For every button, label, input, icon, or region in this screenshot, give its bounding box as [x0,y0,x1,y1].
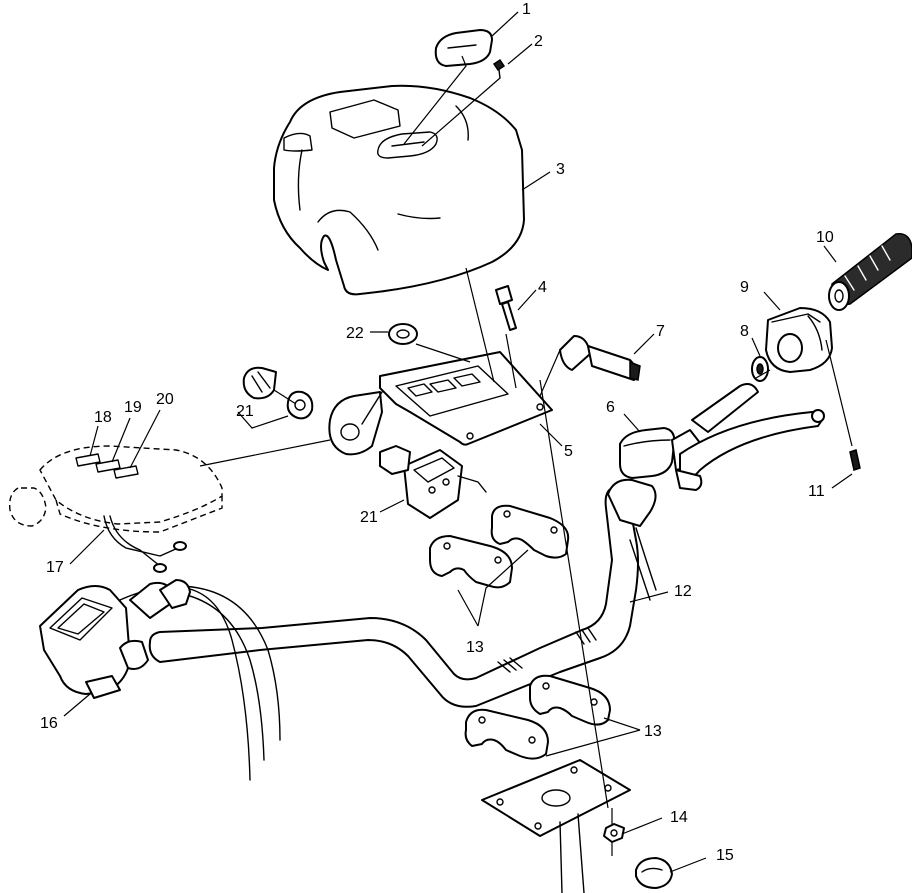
callout-leaders [63,11,853,873]
callout-19: 19 [124,399,142,416]
part-4-bolt [495,285,517,331]
part-5-mounting-bracket [328,351,553,456]
callout-3: 3 [556,161,565,178]
part-14-nut [603,823,625,843]
callout-17: 17 [46,559,64,576]
part-13-upper-clamps [429,504,570,589]
callout-9: 9 [740,279,749,296]
callout-6: 6 [606,399,615,416]
callout-14: 14 [670,809,688,826]
part-12-handlebar [148,478,657,708]
part-2-screw [492,58,506,79]
part-22-grommet [388,323,418,345]
part-13-lower-clamps [464,674,611,760]
part-17-switch-panel [8,445,223,573]
callout-22: 22 [346,325,364,342]
callout-7: 7 [656,323,665,340]
callout-4: 4 [538,279,547,296]
callout-1: 1 [522,1,531,18]
callout-20: 20 [156,391,174,408]
callout-labels: 1 2 3 4 22 7 8 9 10 6 5 11 12 13 13 14 1… [40,1,834,864]
callout-18: 18 [94,409,112,426]
callout-12: 12 [674,583,692,600]
callout-15: 15 [716,847,734,864]
cables [119,585,281,781]
callout-13-lower: 13 [644,723,662,740]
part-15-cable-clamp [635,857,673,889]
callout-8: 8 [740,323,749,340]
part-21-ignition-switch [379,445,487,519]
assembly-lines [199,55,853,856]
part-9-throttle-housing [765,307,833,373]
part-7-throttle [559,335,641,381]
part-6-brake-master-cylinder [619,383,825,491]
part-3-handlebar-cover [273,84,525,296]
part-10-grip [828,233,912,311]
callout-13-upper: 13 [466,639,484,656]
part-8-washer [751,356,769,382]
callout-21-lower: 21 [360,509,378,526]
part-21-switch-small [242,366,314,420]
callout-5: 5 [564,443,573,460]
handlebar-base-plate [481,759,631,893]
part-16-left-switch-housing [39,579,191,699]
part-11-screw [849,449,861,471]
part-1-plug [434,29,493,67]
callout-16: 16 [40,715,58,732]
callout-2: 2 [534,33,543,50]
callout-21-upper: 21 [236,403,254,420]
callout-11: 11 [808,483,825,500]
callout-10: 10 [816,229,834,246]
